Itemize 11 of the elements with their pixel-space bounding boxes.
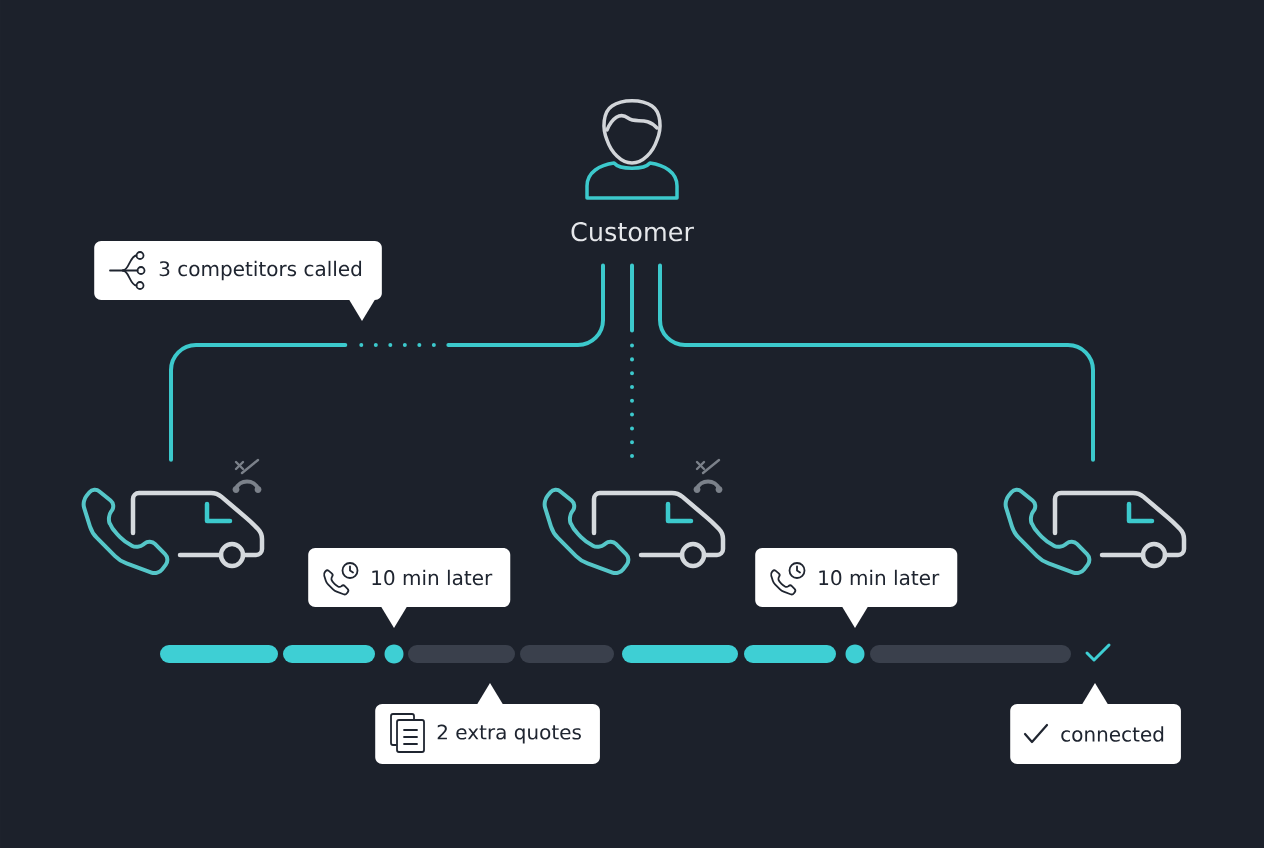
van-picture xyxy=(1003,487,1187,576)
callout-bubble: 3 competitors called xyxy=(94,241,382,321)
callout-bubble: 10 min later xyxy=(308,548,511,628)
connector-line xyxy=(169,263,605,462)
callout-bubble: 10 min later xyxy=(755,548,958,628)
person-label: Customer xyxy=(571,222,694,242)
callout-bubble: connected xyxy=(1010,683,1181,764)
van-picture xyxy=(542,487,726,576)
callout-bubble: 2 extra quotes xyxy=(375,683,600,764)
connector-line xyxy=(658,263,1095,462)
van-picture xyxy=(81,487,265,576)
